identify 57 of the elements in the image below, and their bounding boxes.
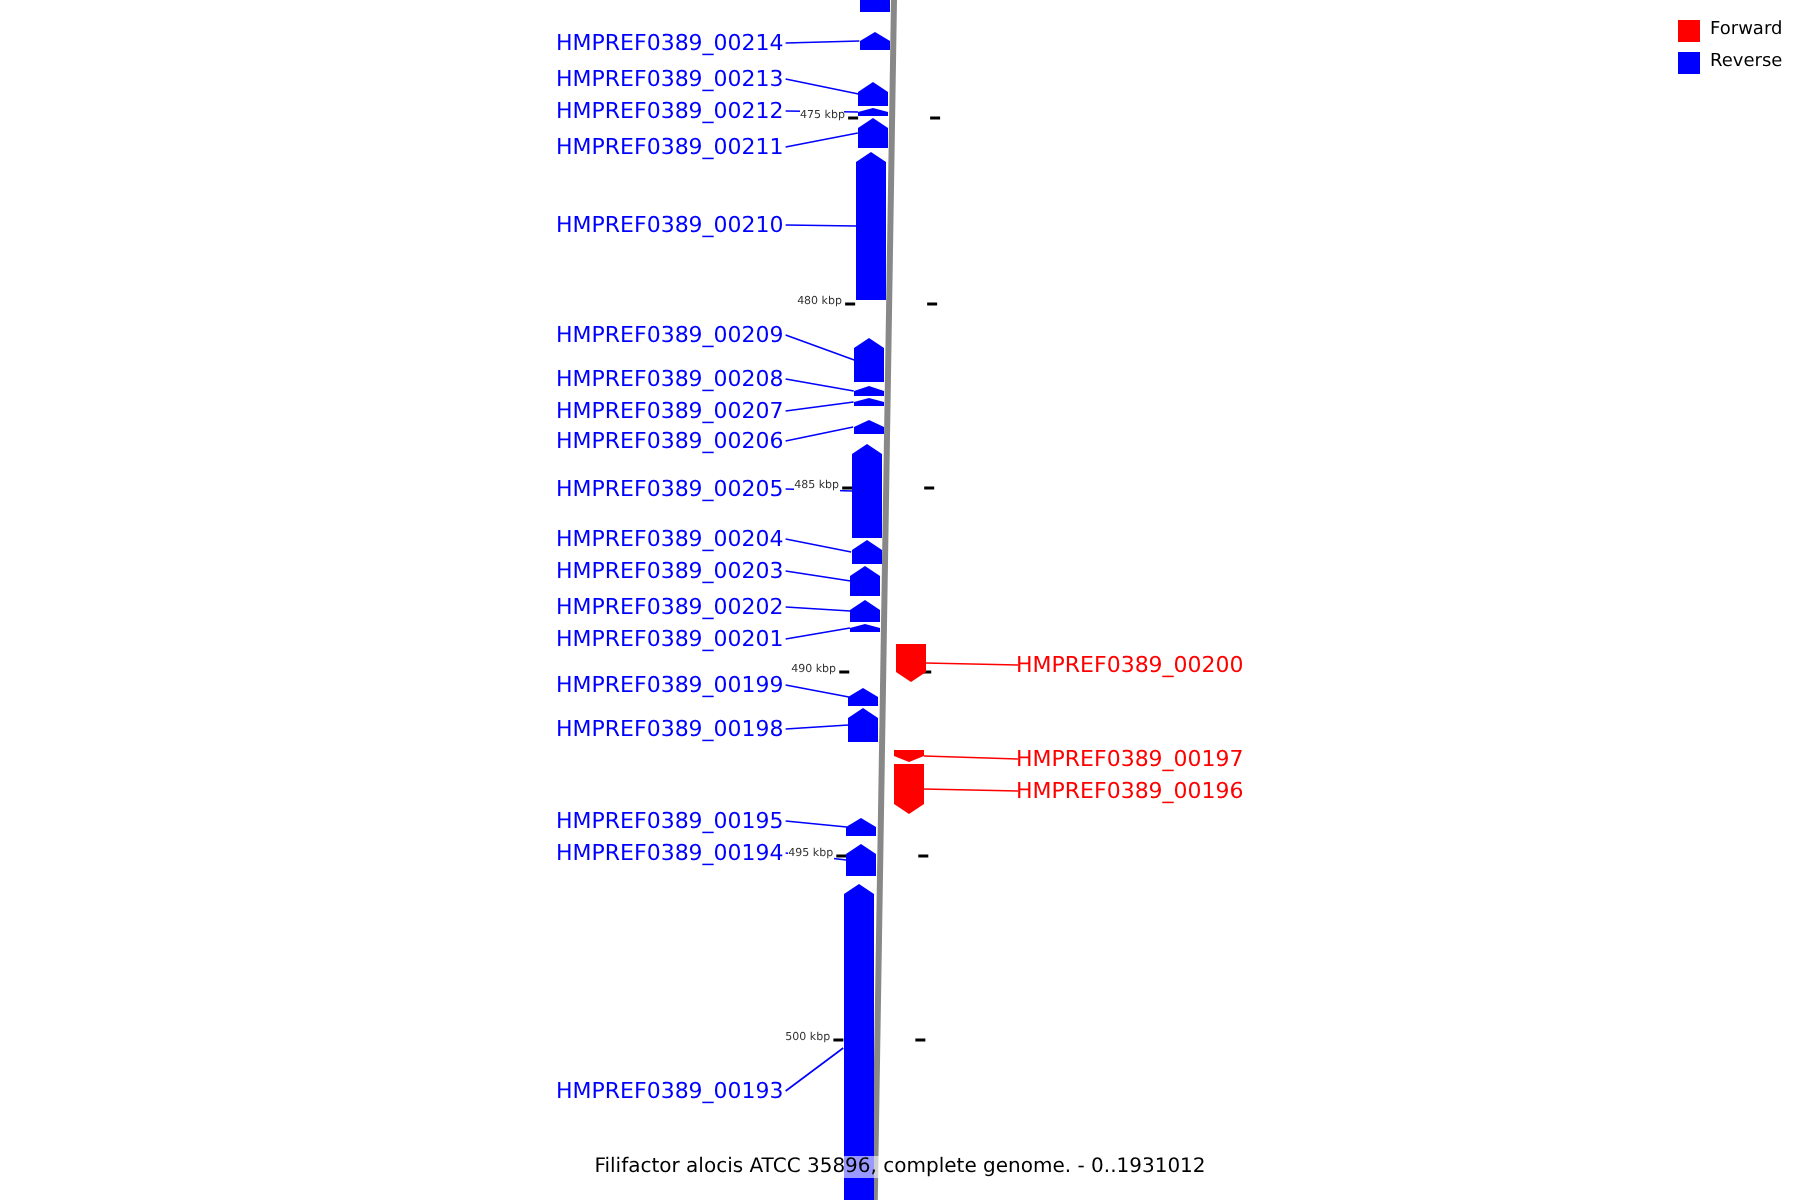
leader-line [924, 662, 1019, 666]
gene-label: HMPREF0389_00209 [556, 322, 784, 348]
leader-line [784, 401, 855, 412]
legend-label: Reverse [1710, 50, 1783, 76]
gene-label: HMPREF0389_00197 [1016, 746, 1244, 772]
gene-label: HMPREF0389_00207 [556, 398, 784, 424]
gene-label: HMPREF0389_00202 [556, 594, 784, 620]
gene-label: HMPREF0389_00214 [556, 30, 784, 56]
leader-line [784, 78, 860, 95]
gene-feature [859, 32, 890, 50]
leader-line [784, 426, 854, 442]
leader-line [784, 538, 852, 553]
leader-line [922, 788, 1019, 792]
leader-line [784, 40, 861, 44]
leader-line [784, 724, 850, 730]
gene-feature [854, 338, 885, 382]
leader-line [784, 224, 858, 227]
gene-feature [856, 152, 887, 300]
gene-label: HMPREF0389_00198 [556, 716, 784, 742]
leader-line [923, 755, 1019, 760]
gene-label: HMPREF0389_00211 [556, 134, 784, 160]
gene-feature [853, 386, 884, 396]
leader-line [784, 334, 855, 361]
gene-label: HMPREF0389_00196 [1016, 778, 1244, 804]
gene-label: HMPREF0389_00210 [556, 212, 784, 238]
gene-feature [895, 644, 926, 682]
leader-line [784, 627, 851, 640]
leader-line [784, 820, 848, 828]
gene-feature [848, 688, 879, 706]
gene-label: HMPREF0389_00206 [556, 428, 784, 454]
gene-feature [846, 844, 877, 876]
gene-label: HMPREF0389_00200 [1016, 652, 1244, 678]
gene-feature [853, 398, 884, 406]
leader-line [784, 684, 850, 698]
gene-label: HMPREF0389_00199 [556, 672, 784, 698]
gene-label: HMPREF0389_00193 [556, 1078, 784, 1104]
gene-label: HMPREF0389_00194 [556, 840, 784, 866]
caption: Filifactor alocis ATCC 35896, complete genome. - 0..1931012 [594, 1156, 1206, 1178]
gene-label: HMPREF0389_00203 [556, 558, 784, 584]
gene-label: HMPREF0389_00212 [556, 98, 784, 124]
gene-label: HMPREF0389_00205 [556, 476, 784, 502]
leader-line [784, 132, 859, 148]
leader-line [784, 606, 851, 612]
gene-feature [846, 818, 877, 836]
leader-line [784, 488, 853, 492]
gene-feature [848, 708, 879, 742]
legend-label: Forward [1710, 18, 1783, 44]
gene-feature [850, 566, 881, 596]
leader-line [784, 1047, 844, 1092]
gene-feature [853, 420, 884, 434]
leader-line [784, 378, 855, 392]
gene-label: HMPREF0389_00208 [556, 366, 784, 392]
leader-line [784, 570, 852, 582]
gene-label: HMPREF0389_00201 [556, 626, 784, 652]
gene-label: HMPREF0389_00204 [556, 526, 784, 552]
gene-label: HMPREF0389_00213 [556, 66, 784, 92]
gene-label: HMPREF0389_00195 [556, 808, 784, 834]
